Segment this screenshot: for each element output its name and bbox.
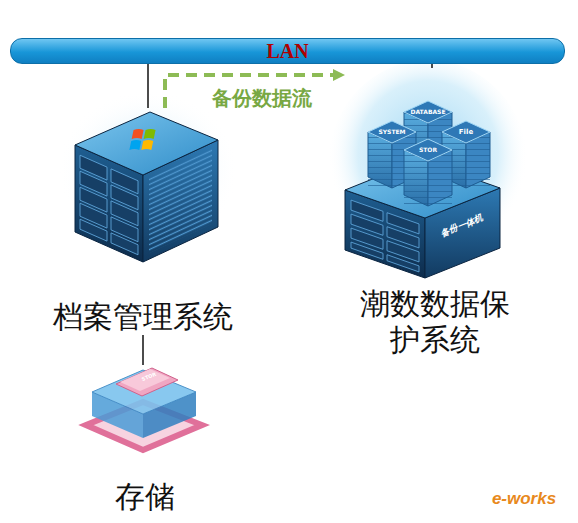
server-figure [75, 112, 218, 262]
storage-node: 存储 [80, 365, 210, 515]
network-label: LAN [263, 40, 311, 62]
cube-label: STOR [419, 147, 437, 153]
storage-figure [86, 368, 202, 450]
system-name: 存储 [112, 479, 178, 515]
watermark: e-works [492, 490, 556, 507]
server-node: 档案管理系统 [40, 108, 245, 335]
network-link [142, 335, 144, 365]
system-name: 档案管理系统 [50, 299, 236, 335]
appliance-node: 潮数数据保 护系统 [345, 68, 525, 358]
data-cube [404, 139, 452, 206]
cube-label: DATABASE [410, 109, 445, 115]
cube-label: SYSTEM [378, 129, 405, 135]
windows-logo [129, 129, 155, 150]
network-link [147, 64, 149, 108]
flow-label: 备份数据流 [212, 85, 312, 112]
lan-bar: LAN [10, 38, 565, 64]
network-link [431, 64, 433, 68]
backup-flow-arrow [165, 75, 345, 108]
system-name: 潮数数据保 护系统 [351, 286, 519, 358]
storage-tag: STOR [141, 372, 157, 382]
appliance-label: 备份一体机 [439, 213, 484, 238]
cube-label: File [459, 129, 473, 136]
